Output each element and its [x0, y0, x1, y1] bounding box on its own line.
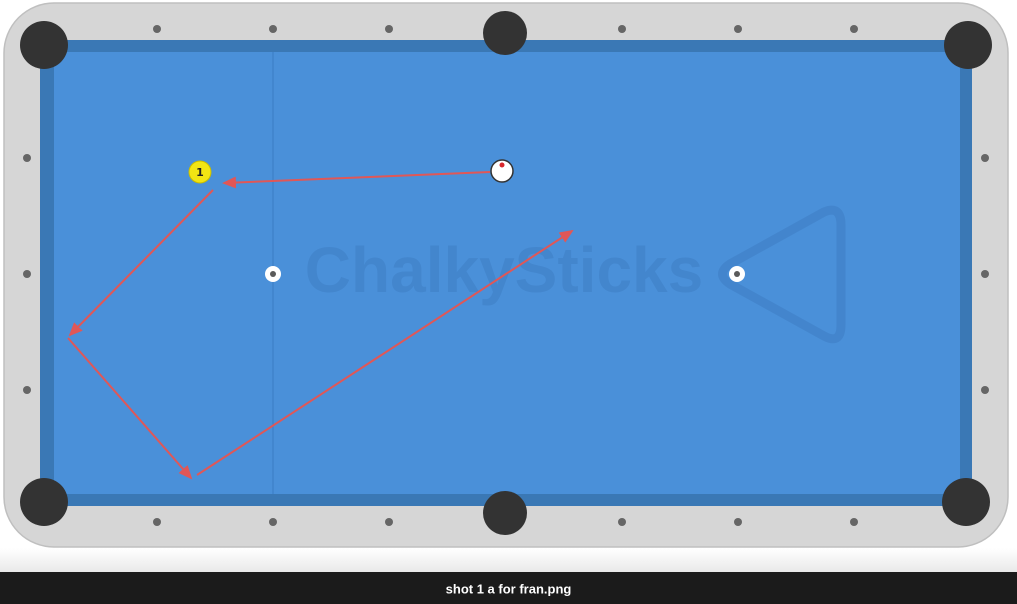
viewer-divider: [0, 548, 1017, 572]
shot-path-leg-to-bottom-rail: [67, 337, 193, 480]
diamond: [618, 25, 626, 33]
diamond: [23, 270, 31, 278]
diamond: [23, 154, 31, 162]
diamond: [981, 270, 989, 278]
pocket-bottom-left: [20, 478, 68, 526]
object-ball-1[interactable]: 1: [188, 160, 212, 184]
rack-triangle-outline: [718, 205, 846, 344]
diamond: [618, 518, 626, 526]
image-caption-bar: [0, 572, 1017, 604]
pocket-top-right: [944, 21, 992, 69]
diamond: [734, 518, 742, 526]
diamond: [385, 25, 393, 33]
cue-ball[interactable]: [490, 159, 514, 183]
shot-path-leg-to-position: [196, 229, 574, 476]
diamond: [153, 518, 161, 526]
diamond: [850, 25, 858, 33]
diamond: [734, 25, 742, 33]
watermark-logo: ChalkySticks: [305, 234, 703, 306]
diamond: [981, 386, 989, 394]
pocket-top-left: [20, 21, 68, 69]
diamond: [153, 25, 161, 33]
pocket-bottom-right: [942, 478, 990, 526]
cue-ball-aim-dot: [499, 162, 505, 168]
diamond: [23, 386, 31, 394]
pocket-bottom-middle: [483, 491, 527, 535]
image-filename-label: shot 1 a for fran.png: [445, 581, 572, 597]
diamond: [269, 518, 277, 526]
diamond: [385, 518, 393, 526]
pocket-top-middle: [483, 11, 527, 55]
shot-path-leg-to-left-rail: [68, 189, 214, 337]
diamond: [269, 25, 277, 33]
ball-number-label: 1: [196, 166, 204, 179]
diamond: [850, 518, 858, 526]
diamond: [981, 154, 989, 162]
head-spot-center: [270, 271, 276, 277]
foot-spot-center: [734, 271, 740, 277]
shot-path-leg-cue-to-object: [222, 171, 491, 189]
